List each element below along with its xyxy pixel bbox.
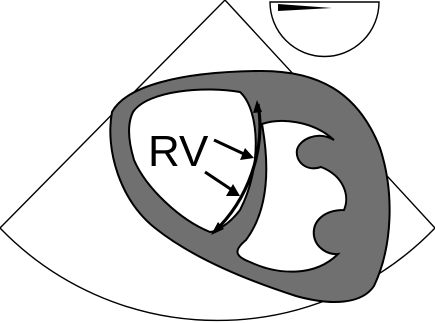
rv-label: RV — [148, 127, 209, 176]
